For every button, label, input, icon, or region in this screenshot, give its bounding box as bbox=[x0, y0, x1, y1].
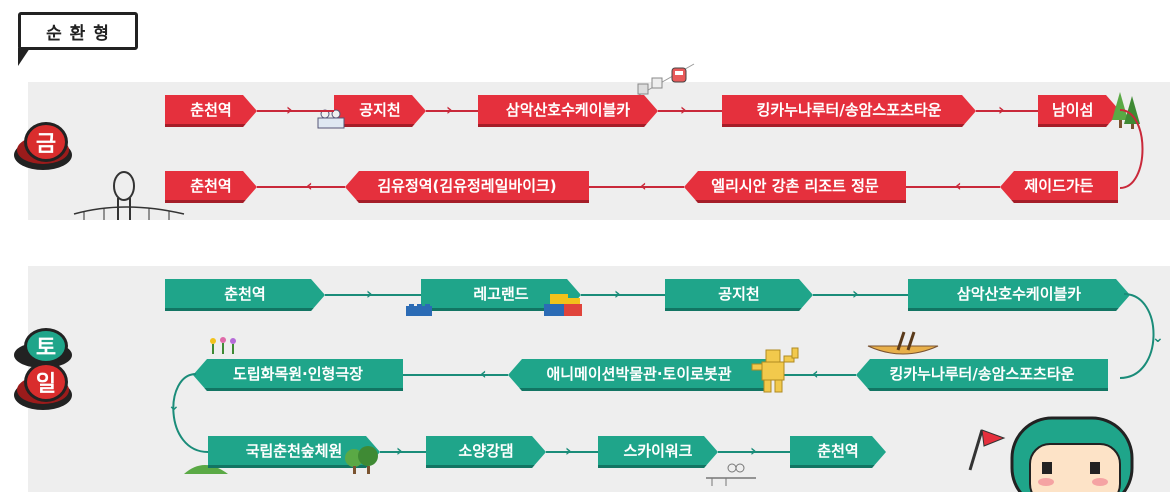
fri-arrow-1: › bbox=[286, 100, 293, 119]
lego-icon bbox=[406, 304, 432, 316]
wk-arrow-6: › bbox=[396, 441, 403, 460]
fri-node-7: 엘리시안 강촌 리조트 정문 bbox=[684, 171, 906, 203]
wk-node-3: 공지천 bbox=[665, 279, 813, 311]
wk-node-10: 스카이워크 bbox=[598, 436, 718, 468]
wk-curve-1: ⌄ bbox=[1119, 293, 1164, 379]
fri-node-6: 제이드가든 bbox=[1000, 171, 1118, 203]
fri-arrow-5: ‹ bbox=[955, 176, 962, 195]
wk-node-5: 킹카누나루터/송암스포츠타운 bbox=[856, 359, 1108, 391]
fri-arrow-4: › bbox=[998, 100, 1005, 119]
fri-line-3 bbox=[658, 110, 722, 112]
canoe-icon bbox=[867, 331, 939, 355]
tree-icon bbox=[1112, 92, 1140, 129]
fri-line-5 bbox=[906, 186, 1000, 188]
fri-node-3: 삼악산호수케이블카 bbox=[478, 95, 658, 127]
wk-node-8: 국립춘천숲체원 bbox=[208, 436, 380, 468]
day-badge-fri: 금 bbox=[14, 120, 72, 172]
observatory-icon bbox=[73, 171, 185, 220]
wk-line-1 bbox=[325, 294, 421, 296]
fri-line-2 bbox=[426, 110, 478, 112]
wk-arrow-1: › bbox=[366, 284, 373, 303]
wk-node-7: 도립화목원·인형극장 bbox=[193, 359, 403, 391]
wk-arrow-2: › bbox=[614, 284, 621, 303]
fri-line-7 bbox=[257, 186, 345, 188]
hill-icon bbox=[184, 465, 228, 474]
fri-arrow-3: › bbox=[680, 100, 687, 119]
title-text: 순 환 형 bbox=[46, 23, 110, 44]
wk-line-5 bbox=[403, 374, 508, 376]
wk-arrow-4: ‹ bbox=[812, 364, 819, 383]
fri-node-1: 춘천역 bbox=[165, 95, 257, 127]
wk-line-4 bbox=[770, 374, 856, 376]
fri-arrow-6: ‹ bbox=[640, 176, 647, 195]
wk-curve-2: ⌄ bbox=[168, 373, 209, 453]
wk-node-4: 삼악산호수케이블카 bbox=[908, 279, 1130, 311]
wk-arrow-5: ‹ bbox=[480, 364, 487, 383]
fri-node-8: 김유정역(김유정레일바이크) bbox=[345, 171, 589, 203]
day-label-fri: 금 bbox=[35, 132, 57, 157]
fri-node-4: 킹카누나루터/송암스포츠타운 bbox=[722, 95, 976, 127]
boat-icon bbox=[317, 109, 345, 129]
wk-node-9: 소양강댐 bbox=[426, 436, 546, 468]
day-label-sat: 토 bbox=[35, 336, 57, 361]
fri-node-5: 남이섬 bbox=[1038, 95, 1120, 127]
forest-icon bbox=[345, 446, 378, 474]
mascot-icon bbox=[968, 416, 1134, 492]
svg-text:⌄: ⌄ bbox=[168, 398, 180, 414]
fri-arrow-2: › bbox=[446, 100, 453, 119]
fri-node-2: 공지천 bbox=[334, 95, 426, 127]
cable-car-icon bbox=[633, 63, 695, 99]
fri-arrow-7: ‹ bbox=[306, 176, 313, 195]
day-badge-sun: 일 bbox=[14, 360, 72, 412]
title-badge: 순 환 형 bbox=[18, 12, 138, 50]
svg-text:⌄: ⌄ bbox=[1152, 330, 1164, 346]
wk-node-11: 춘천역 bbox=[790, 436, 886, 468]
wk-arrow-8: › bbox=[750, 441, 757, 460]
wk-line-8 bbox=[718, 451, 790, 453]
wk-arrow-3: › bbox=[852, 284, 859, 303]
fri-line-6 bbox=[589, 186, 684, 188]
skywalk-icon bbox=[706, 463, 756, 486]
fri-node-9: 춘천역 bbox=[165, 171, 257, 203]
wk-line-3 bbox=[813, 294, 908, 296]
wk-line-2 bbox=[581, 294, 665, 296]
fri-line-4 bbox=[976, 110, 1038, 112]
day-label-sun: 일 bbox=[35, 372, 57, 397]
wk-line-6 bbox=[380, 451, 426, 453]
wk-node-1: 춘천역 bbox=[165, 279, 325, 311]
robot-icon bbox=[751, 347, 799, 393]
fri-line-1 bbox=[257, 110, 334, 112]
title-tail bbox=[18, 48, 30, 66]
flower-icon bbox=[210, 337, 236, 354]
wk-arrow-7: › bbox=[565, 441, 572, 460]
wk-node-6: 애니메이션박물관·토이로봇관 bbox=[508, 359, 770, 391]
lego-stack-icon bbox=[544, 294, 582, 316]
fri-curve bbox=[1119, 109, 1144, 189]
wk-line-7 bbox=[546, 451, 598, 453]
